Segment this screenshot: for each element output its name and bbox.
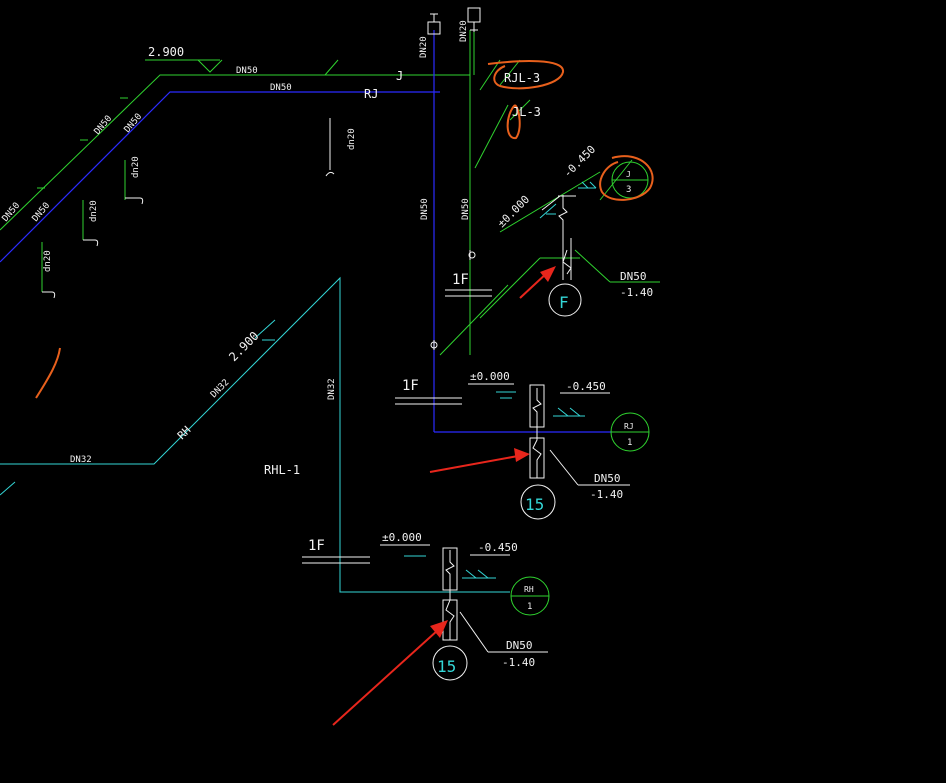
pipe-size-label: dn20 — [43, 250, 53, 272]
riser-tag-rjl3: RJL-3 — [504, 71, 540, 85]
circle-rj-label: RJ — [624, 422, 634, 431]
depth-label: -1.40 — [502, 656, 535, 669]
circle-rj-1 — [610, 412, 650, 452]
circle-15-b — [432, 645, 468, 681]
circle-rh-1 — [510, 576, 550, 616]
circle-rj-number: 1 — [627, 438, 632, 448]
elevation-label: -0.450 — [478, 541, 518, 554]
pipe-size-label: dn20 — [347, 128, 357, 150]
pipe-size-label: DN50 — [461, 198, 471, 220]
depth-label: -1.40 — [590, 488, 623, 501]
pipe-size-label: DN50 — [506, 639, 533, 652]
section-detail-rh — [302, 544, 548, 653]
pipe-size-label: DN32 — [327, 378, 337, 400]
green-supply-network — [0, 30, 660, 356]
ground-hatch-j — [539, 181, 597, 219]
elevation-label: -0.450 — [566, 380, 606, 393]
circle-15-label: 15 — [437, 657, 456, 676]
pipe-size-label: DN50 — [620, 270, 647, 283]
riser-tag-rhl1: RHL-1 — [264, 463, 300, 477]
orange-markup — [35, 60, 654, 399]
pipe-size-label: DN20 — [419, 36, 429, 58]
circle-j-number: 3 — [626, 185, 631, 195]
section-detail-j — [445, 195, 582, 317]
pipe-size-label: DN50 — [420, 198, 430, 220]
circle-15-label: 15 — [525, 495, 544, 514]
elevation-label: ±0.000 — [470, 370, 510, 383]
pipe-size-label: DN50 — [270, 83, 292, 93]
circle-15-a — [520, 484, 556, 520]
pipe-size-label: DN32 — [70, 455, 92, 465]
section-detail-rj — [395, 383, 630, 486]
floor-label: 1F — [452, 272, 469, 288]
pipe-size-label: dn20 — [89, 200, 99, 222]
riser-label-j: J — [396, 69, 403, 83]
riser-tag-jl3: JL-3 — [512, 105, 541, 119]
floor-label: 1F — [308, 538, 325, 554]
pipe-size-label: DN20 — [459, 20, 469, 42]
elevation-label: 2.900 — [148, 45, 184, 59]
floor-label: 1F — [402, 378, 419, 394]
pipe-size-label: DN50 — [236, 66, 258, 76]
ground-hatch-rh — [404, 555, 496, 579]
valve-symbols — [42, 7, 481, 350]
red-arrows — [332, 266, 556, 726]
pipe-size-label: dn20 — [131, 156, 141, 178]
blue-return-network — [0, 30, 612, 433]
circle-rh-label: RH — [524, 585, 534, 594]
circle-f-label: F — [559, 293, 569, 312]
ground-hatch-rj — [496, 391, 585, 417]
elevation-label: ±0.000 — [382, 531, 422, 544]
depth-label: -1.40 — [620, 286, 653, 299]
riser-label-rj: RJ — [364, 87, 378, 101]
circle-j-label: J — [626, 170, 631, 179]
circle-rh-number: 1 — [527, 602, 532, 612]
cyan-rh-network — [0, 276, 510, 593]
pipe-size-label: DN50 — [594, 472, 621, 485]
